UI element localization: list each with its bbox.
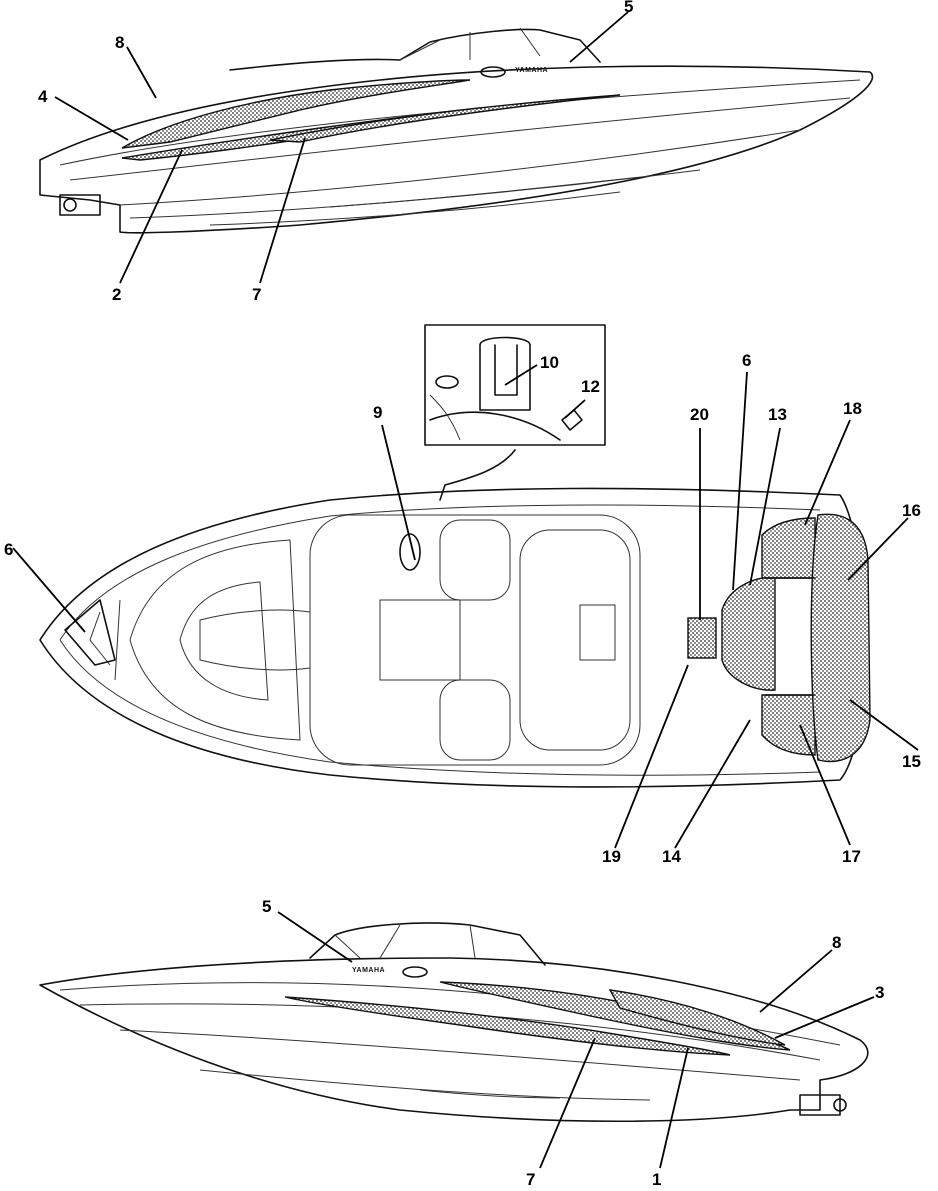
callout-label: 5 xyxy=(624,0,633,16)
callout-label: 19 xyxy=(602,847,621,866)
callout-label: 13 xyxy=(768,405,787,424)
callout-label: 5 xyxy=(262,897,271,916)
callout-label: 20 xyxy=(690,405,709,424)
callout-label: 7 xyxy=(252,285,261,304)
callout-label: 12 xyxy=(581,377,600,396)
inset-detail xyxy=(424,324,606,501)
callout-label: 6 xyxy=(742,351,751,370)
port-side-view: YAMAHA 5 8 4 2 7 xyxy=(38,0,874,304)
callout-label: 9 xyxy=(373,403,382,422)
callout-label: 3 xyxy=(875,983,884,1002)
callout-label: 16 xyxy=(902,501,921,520)
top-view: 10 12 6 9 20 13 18 16 6 15 17 14 19 xyxy=(4,324,921,866)
callout-label: 8 xyxy=(832,933,841,952)
callout-label: 14 xyxy=(662,847,681,866)
callout-label: 10 xyxy=(540,353,559,372)
callout-label: 15 xyxy=(902,752,921,771)
callout-label: 1 xyxy=(652,1170,661,1189)
brand-decal-text: YAMAHA xyxy=(515,67,548,74)
callout-label: 17 xyxy=(842,847,861,866)
brand-decal-text: YAMAHA xyxy=(352,967,385,974)
callout-label: 6 xyxy=(4,540,13,559)
callout-label: 7 xyxy=(526,1170,535,1189)
callout-label: 18 xyxy=(843,399,862,418)
starboard-side-view: YAMAHA 5 8 3 7 1 xyxy=(39,897,884,1189)
callout-label: 4 xyxy=(38,87,48,106)
callout-label: 2 xyxy=(112,285,121,304)
callout-label: 8 xyxy=(115,33,124,52)
